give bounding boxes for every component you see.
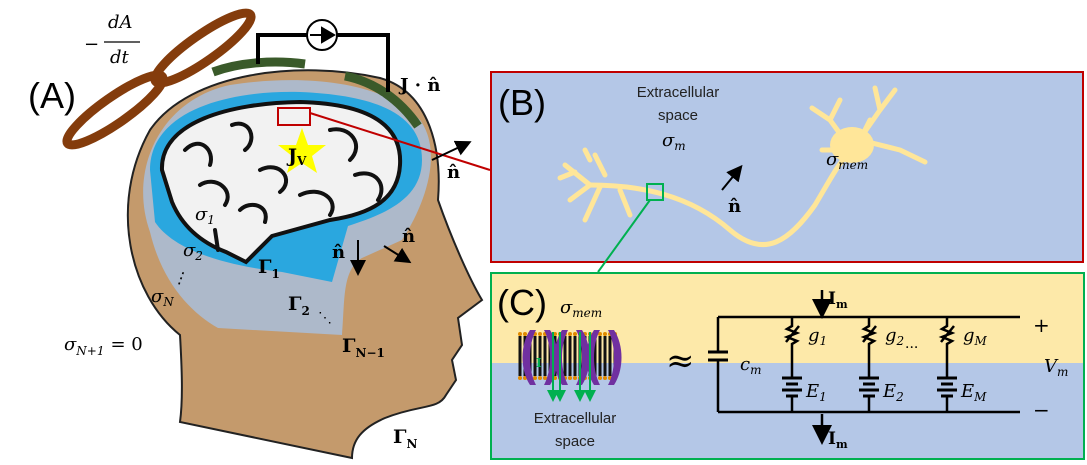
tms-coil bbox=[62, 8, 256, 150]
panel-b-label: (B) bbox=[498, 82, 546, 123]
variable-resistor-icon bbox=[860, 317, 878, 378]
normal-arrow-scalp bbox=[431, 140, 472, 161]
lipid-head bbox=[598, 332, 602, 336]
membrane-zoom-box bbox=[646, 183, 664, 201]
gamma-n-1-label: ΓN−1 bbox=[342, 335, 385, 360]
lipid-head bbox=[543, 376, 547, 380]
channel-branch bbox=[937, 317, 957, 412]
channel-branch bbox=[859, 317, 879, 412]
current-out-label: Im bbox=[828, 429, 848, 451]
normal-label-inner-2: n̂ bbox=[402, 226, 415, 247]
lipid-head bbox=[518, 332, 522, 336]
ion-channel bbox=[522, 330, 558, 385]
capacitance-label: cm bbox=[740, 354, 761, 377]
conductance-2-label: g2 bbox=[885, 325, 904, 348]
brain-gyri bbox=[183, 121, 384, 252]
approx-symbol: ≈ bbox=[666, 341, 695, 381]
lipid-head bbox=[518, 376, 522, 380]
layer-vdots: ⋮ bbox=[170, 266, 192, 289]
electrode-flux-label: J · n̂ bbox=[398, 75, 440, 96]
lipid-head bbox=[533, 376, 537, 380]
variable-resistor-icon bbox=[783, 317, 801, 378]
electrode-cathode bbox=[344, 71, 422, 129]
lipid-head bbox=[603, 332, 607, 336]
channel-current-label: I bbox=[536, 356, 542, 370]
svg-text:dt: dt bbox=[110, 47, 130, 68]
voltage-label: Vm bbox=[1044, 356, 1068, 379]
sigma-outside-label: σN+1= 0 bbox=[64, 334, 143, 358]
minus-terminal: − bbox=[1033, 398, 1050, 422]
neuron-soma bbox=[830, 127, 874, 163]
lipid-bilayer bbox=[518, 330, 622, 402]
channel-branch bbox=[782, 317, 802, 412]
battery-icon bbox=[859, 376, 879, 398]
zoom-connector-c bbox=[597, 199, 651, 273]
sigma-mem-label-b: σmem bbox=[826, 149, 868, 172]
sigma-2-label: σ2 bbox=[183, 240, 203, 263]
source-star-icon bbox=[278, 128, 326, 173]
sigma-1-label: σ1 bbox=[195, 204, 215, 227]
lipid-head bbox=[603, 376, 607, 380]
source-current-label: JV bbox=[286, 145, 307, 168]
lipid-head bbox=[538, 376, 542, 380]
reversal-m-label: EM bbox=[960, 381, 987, 404]
battery-icon bbox=[937, 376, 957, 398]
svg-text:−: − bbox=[84, 34, 99, 55]
conductance-1-label: g1 bbox=[808, 325, 827, 348]
lipid-head bbox=[568, 332, 572, 336]
reversal-2-label: E2 bbox=[882, 381, 904, 404]
lipid-head bbox=[538, 332, 542, 336]
boundary-dots: ⋱ bbox=[318, 310, 332, 326]
normal-label-inner-1: n̂ bbox=[332, 242, 345, 263]
panel-a-label: (A) bbox=[28, 75, 76, 116]
gamma-2-label: Γ2 bbox=[288, 293, 310, 318]
ion-channel bbox=[586, 330, 622, 385]
normal-label-scalp: n̂ bbox=[447, 162, 460, 183]
membrane-circuit bbox=[708, 290, 1020, 445]
zoom-connector-b bbox=[309, 112, 491, 171]
normal-arrow-inner-2 bbox=[383, 245, 412, 264]
variable-resistor-icon bbox=[938, 317, 956, 378]
branch-ellipsis: ··· bbox=[905, 340, 918, 356]
plus-terminal: + bbox=[1033, 313, 1050, 337]
panel-b-frame bbox=[490, 71, 1084, 263]
current-source-arrow-icon bbox=[310, 26, 336, 44]
capacitor-icon bbox=[708, 350, 728, 362]
panel-c-label: (C) bbox=[497, 282, 547, 323]
reversal-1-label: E1 bbox=[805, 381, 827, 404]
sigma-mem-label-c: σmem bbox=[560, 297, 602, 320]
lipid-head bbox=[568, 376, 572, 380]
panel-a: (A) − dA dt J · n̂ JV n̂ n̂ n̂ σ1 σ2 σN … bbox=[28, 8, 491, 460]
gamma-n-label: ΓN bbox=[393, 426, 418, 451]
svg-text:dA: dA bbox=[108, 12, 133, 33]
sigma-n-label: σN bbox=[151, 286, 174, 309]
gamma-1-label: Γ1 bbox=[258, 256, 280, 281]
panel-c-frame bbox=[490, 272, 1085, 460]
battery-icon bbox=[782, 376, 802, 398]
coil-field-label: − dA dt bbox=[84, 12, 140, 68]
zoom-region-box bbox=[277, 107, 311, 126]
conductance-m-label: gM bbox=[963, 325, 988, 348]
lipid-head bbox=[598, 376, 602, 380]
normal-arrow-membrane bbox=[721, 164, 743, 191]
current-in-label: Im bbox=[828, 289, 848, 311]
sigma-m-label: σm bbox=[662, 130, 686, 153]
lipid-head bbox=[523, 332, 527, 336]
normal-label-membrane: n̂ bbox=[728, 196, 741, 217]
lipid-head bbox=[573, 376, 577, 380]
lipid-head bbox=[573, 332, 577, 336]
